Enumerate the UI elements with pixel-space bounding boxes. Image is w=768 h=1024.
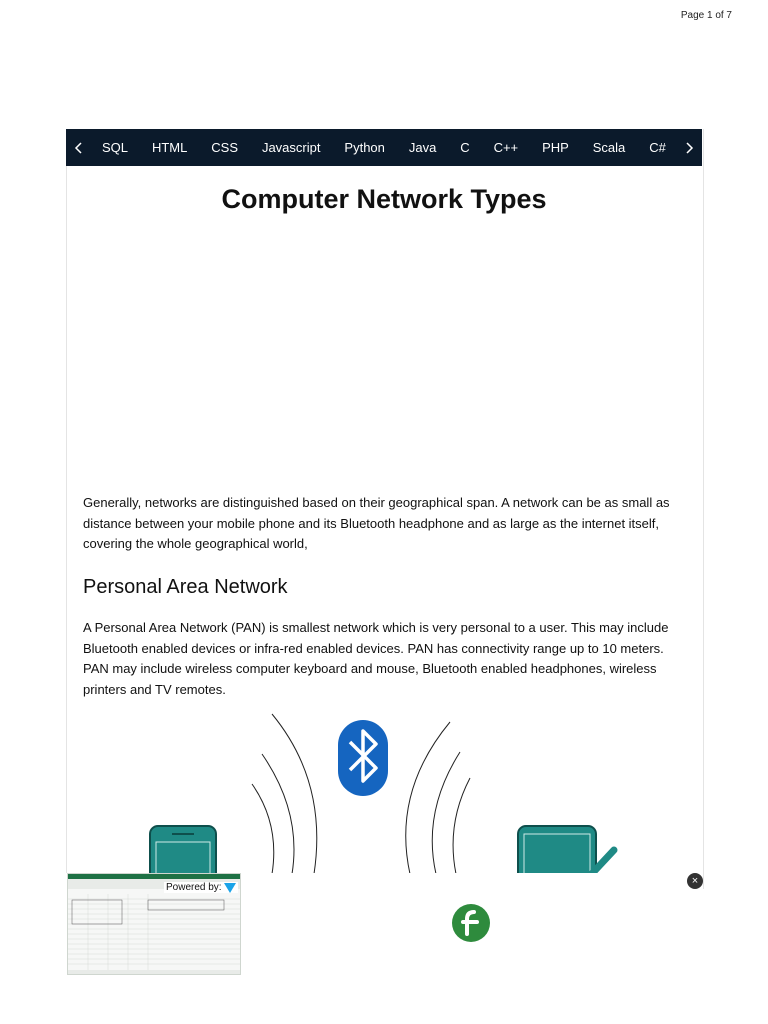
nav-item-c[interactable]: C [460, 140, 470, 155]
brand-logo-icon [452, 904, 490, 942]
nav-item-cpp[interactable]: C++ [493, 140, 519, 155]
page-title: Computer Network Types [221, 184, 547, 214]
nav-item-css[interactable]: CSS [211, 140, 239, 155]
nav-item-python[interactable]: Python [344, 140, 385, 155]
nav-item-java[interactable]: Java [408, 140, 437, 155]
powered-by-label: Powered by: [164, 882, 238, 893]
nav-item-php[interactable]: PHP [542, 140, 569, 155]
powered-by-text: Powered by: [166, 882, 222, 893]
nav-item-csharp[interactable]: C# [649, 140, 666, 155]
signal-waves-right [405, 721, 471, 874]
section-heading: Personal Area Network [83, 576, 288, 598]
tablet-icon [517, 825, 618, 874]
section-paragraph: A Personal Area Network (PAN) is smalles… [83, 620, 669, 697]
signal-waves-left [251, 713, 318, 874]
pan-illustration [66, 712, 702, 874]
ad-thumbnail[interactable]: Powered by: [67, 873, 241, 975]
article-frame [66, 129, 704, 889]
brand-mark-icon [223, 882, 236, 893]
intro-paragraph: Generally, networks are distinguished ba… [83, 495, 670, 551]
close-icon[interactable]: × [687, 873, 703, 889]
mobile-phone-icon [149, 825, 217, 874]
page-indicator: Page 1 of 7 [680, 10, 732, 21]
nav-item-javascript[interactable]: Javascript [261, 140, 321, 155]
nav-item-html[interactable]: HTML [151, 140, 188, 155]
language-nav: SQL HTML CSS Javascript Python Java C C+… [66, 129, 702, 166]
bluetooth-icon [338, 720, 388, 796]
nav-items: SQL HTML CSS Javascript Python Java C C+… [92, 140, 676, 155]
nav-item-sql[interactable]: SQL [102, 140, 129, 155]
chevron-right-icon[interactable] [676, 129, 702, 166]
chevron-left-icon[interactable] [66, 129, 92, 166]
nav-item-scala[interactable]: Scala [592, 140, 626, 155]
